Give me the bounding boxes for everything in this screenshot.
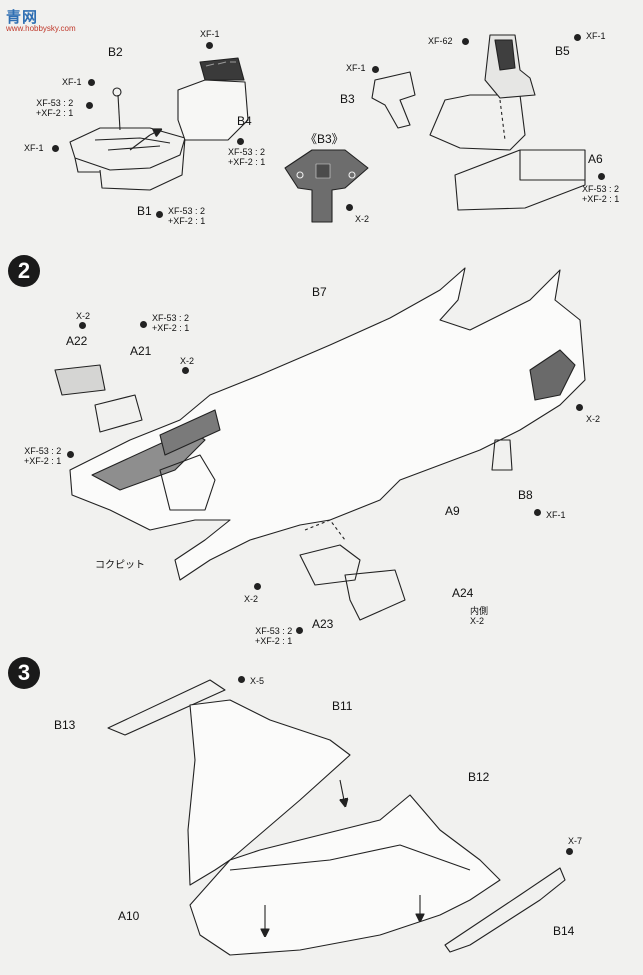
part-a21: A21 [130, 344, 152, 358]
paint-xf1-b5: XF-1 [586, 31, 606, 41]
paint-xf53-a23: XF-53 : 2 +XF-2 : 1 [255, 626, 293, 646]
part-b2: B2 [108, 45, 123, 59]
part-a23: A23 [312, 617, 334, 631]
paint-dot [598, 173, 605, 180]
paint-dot [238, 676, 245, 683]
paint-dot [140, 321, 147, 328]
cockpit-label: コクピット [95, 560, 145, 571]
paint-x2-a22: X-2 [76, 311, 91, 321]
wing-drawing [107, 679, 566, 956]
paint-xf62: XF-62 [428, 36, 453, 46]
paint-xf53-a6: XF-53 : 2 +XF-2 : 1 [582, 184, 620, 204]
paint-x2-a23: X-2 [244, 594, 259, 604]
paint-xf53-mix-a: XF-53 : 2 +XF-2 : 1 [36, 98, 74, 118]
paint-xf1-top: XF-1 [200, 29, 220, 39]
paint-dot [566, 848, 573, 855]
part-b4: B4 [237, 114, 252, 128]
paint-xf53-nose: XF-53 : 2 +XF-2 : 1 [24, 446, 62, 466]
paint-inner-a24: 内側 X-2 [470, 606, 489, 626]
paint-xf1-b8: XF-1 [546, 510, 566, 520]
paint-xf1-left: XF-1 [62, 77, 82, 87]
cockpit-tub-a6-drawing [371, 34, 586, 211]
paint-dot [86, 102, 93, 109]
part-b14: B14 [553, 924, 575, 938]
paint-xf53-b1: XF-53 : 2 +XF-2 : 1 [168, 206, 206, 226]
paint-x5: X-5 [250, 676, 265, 686]
part-a6: A6 [588, 152, 603, 166]
part-b1: B1 [137, 204, 152, 218]
part-a22: A22 [66, 334, 88, 348]
paint-dot [67, 451, 74, 458]
paint-x2-detail: X-2 [355, 214, 370, 224]
cockpit-tub-b1-drawing [69, 57, 249, 191]
paint-dot [576, 404, 583, 411]
paint-dot [296, 627, 303, 634]
paint-dot [206, 42, 213, 49]
paint-dot [182, 367, 189, 374]
paint-dot [254, 583, 261, 590]
paint-dot [156, 211, 163, 218]
site-url: www.hobbysky.com [6, 24, 76, 33]
paint-dot [237, 138, 244, 145]
paint-dot [574, 34, 581, 41]
paint-dot [534, 509, 541, 516]
paint-dot [88, 79, 95, 86]
paint-xf53-b4: XF-53 : 2 +XF-2 : 1 [228, 147, 266, 167]
part-b3: B3 [340, 92, 355, 106]
part-b3-detail-title: 《B3》 [305, 132, 344, 146]
paint-x7: X-7 [568, 836, 583, 846]
paint-dot [462, 38, 469, 45]
paint-dot [79, 322, 86, 329]
paint-dot [372, 66, 379, 73]
part-a9: A9 [445, 504, 460, 518]
paint-x2-tail: X-2 [586, 414, 601, 424]
site-logo: 青网 [6, 8, 39, 26]
part-b12: B12 [468, 770, 490, 784]
paint-dot [52, 145, 59, 152]
step-number-2: 2 [8, 255, 40, 287]
step-number-3: 3 [8, 657, 40, 689]
part-a24: A24 [452, 586, 474, 600]
part-b7: B7 [312, 285, 327, 299]
paint-dot [346, 204, 353, 211]
paint-x2-mid: X-2 [180, 356, 195, 366]
instrument-panel-b3-detail [284, 149, 369, 223]
paint-xf53-a21: XF-53 : 2 +XF-2 : 1 [152, 313, 190, 333]
part-a10: A10 [118, 909, 140, 923]
paint-xf1-b3: XF-1 [346, 63, 366, 73]
part-b8: B8 [518, 488, 533, 502]
part-b13: B13 [54, 718, 76, 732]
part-b5: B5 [555, 44, 570, 58]
fuselage-a9-drawing [54, 267, 586, 621]
part-b11: B11 [332, 699, 353, 713]
paint-xf1-lower: XF-1 [24, 143, 44, 153]
